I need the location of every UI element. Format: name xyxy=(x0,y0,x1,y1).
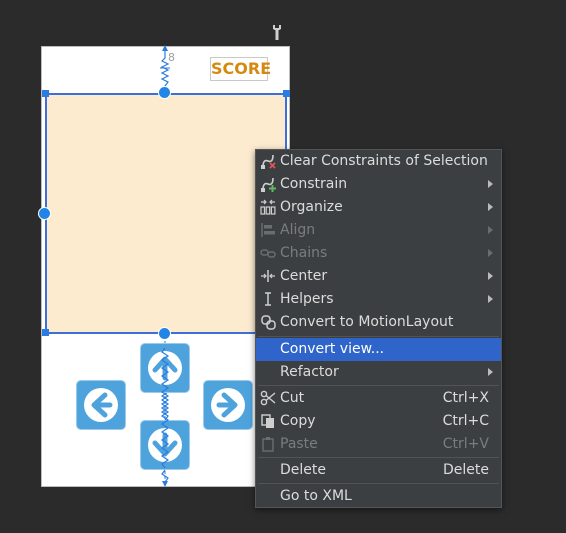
menu-item-go-to-xml[interactable]: Go to XML xyxy=(256,485,501,508)
arrow-right-icon xyxy=(211,388,245,422)
submenu-arrow-icon xyxy=(488,180,493,188)
top-margin-label: 8 xyxy=(168,51,175,64)
copy-icon xyxy=(261,414,274,428)
menu-item-clear-constraints[interactable]: Clear Constraints of Selection xyxy=(256,150,501,173)
score-text-view[interactable]: SCORE xyxy=(210,57,271,81)
menu-item-label: Cut xyxy=(280,390,305,406)
constraint-anchor-top[interactable] xyxy=(158,86,171,99)
menu-item-helpers[interactable]: Helpers xyxy=(256,288,501,311)
menu-item-label: Refactor xyxy=(280,364,339,380)
resize-handle-bottom-left[interactable] xyxy=(42,329,49,336)
menu-item-label: Paste xyxy=(280,436,318,452)
paste-icon xyxy=(262,437,274,452)
menu-item-convert-to-motionlayout[interactable]: Convert to MotionLayout xyxy=(256,311,501,334)
clear-constraints-icon xyxy=(261,154,276,169)
submenu-arrow-icon xyxy=(488,203,493,211)
menu-item-convert-view[interactable]: Convert view... xyxy=(256,338,501,361)
menu-item-shortcut: Ctrl+C xyxy=(442,413,489,429)
constraint-anchor-bottom[interactable] xyxy=(158,327,171,340)
menu-item-label: Go to XML xyxy=(280,488,352,504)
center-icon xyxy=(261,270,275,282)
menu-item-center[interactable]: Center xyxy=(256,265,501,288)
menu-separator xyxy=(258,457,499,458)
constraint-anchor-left[interactable] xyxy=(38,207,51,220)
menu-item-label: Delete xyxy=(280,462,326,478)
constrain-icon xyxy=(261,177,276,192)
menu-item-align[interactable]: Align xyxy=(256,219,501,242)
menu-item-label: Constrain xyxy=(280,176,348,192)
down-arrow-button[interactable] xyxy=(140,420,190,470)
submenu-arrow-icon xyxy=(488,249,493,257)
context-menu: Clear Constraints of Selection Constrain… xyxy=(255,149,502,508)
menu-item-delete[interactable]: Delete Delete xyxy=(256,459,501,482)
menu-separator xyxy=(258,483,499,484)
left-arrow-button[interactable] xyxy=(76,380,126,430)
menu-item-cut[interactable]: Cut Ctrl+X xyxy=(256,387,501,410)
arrow-up-icon xyxy=(148,351,182,385)
menu-item-copy[interactable]: Copy Ctrl+C xyxy=(256,410,501,433)
organize-icon xyxy=(260,199,276,215)
right-arrow-button[interactable] xyxy=(203,380,253,430)
resize-handle-top-left[interactable] xyxy=(42,90,49,97)
menu-item-label: Convert view... xyxy=(280,341,385,357)
scissors-icon xyxy=(260,390,276,406)
resize-handle-top-right[interactable] xyxy=(283,90,290,97)
align-icon xyxy=(261,223,275,237)
menu-item-label: Helpers xyxy=(280,291,334,307)
menu-item-label: Align xyxy=(280,222,316,238)
submenu-arrow-icon xyxy=(488,368,493,376)
menu-item-label: Organize xyxy=(280,199,343,215)
submenu-arrow-icon xyxy=(488,295,493,303)
wrench-icon[interactable] xyxy=(270,24,284,40)
arrow-left-icon xyxy=(84,388,118,422)
menu-item-label: Clear Constraints of Selection xyxy=(280,153,488,169)
motion-layout-icon xyxy=(261,315,276,330)
submenu-arrow-icon xyxy=(488,226,493,234)
menu-item-paste[interactable]: Paste Ctrl+V xyxy=(256,433,501,456)
submenu-arrow-icon xyxy=(488,272,493,280)
up-arrow-button[interactable] xyxy=(140,343,190,393)
menu-item-shortcut: Delete xyxy=(443,462,489,478)
helpers-icon xyxy=(265,292,271,306)
menu-item-chains[interactable]: Chains xyxy=(256,242,501,265)
menu-item-constrain[interactable]: Constrain xyxy=(256,173,501,196)
menu-item-shortcut: Ctrl+X xyxy=(442,390,489,406)
menu-item-shortcut: Ctrl+V xyxy=(442,436,489,452)
menu-item-organize[interactable]: Organize xyxy=(256,196,501,219)
menu-item-label: Copy xyxy=(280,413,316,429)
menu-item-label: Chains xyxy=(280,245,328,261)
menu-separator xyxy=(258,336,499,337)
menu-item-label: Convert to MotionLayout xyxy=(280,314,454,330)
menu-item-label: Center xyxy=(280,268,328,284)
menu-item-refactor[interactable]: Refactor xyxy=(256,361,501,384)
menu-separator xyxy=(258,385,499,386)
chains-icon xyxy=(260,249,276,258)
